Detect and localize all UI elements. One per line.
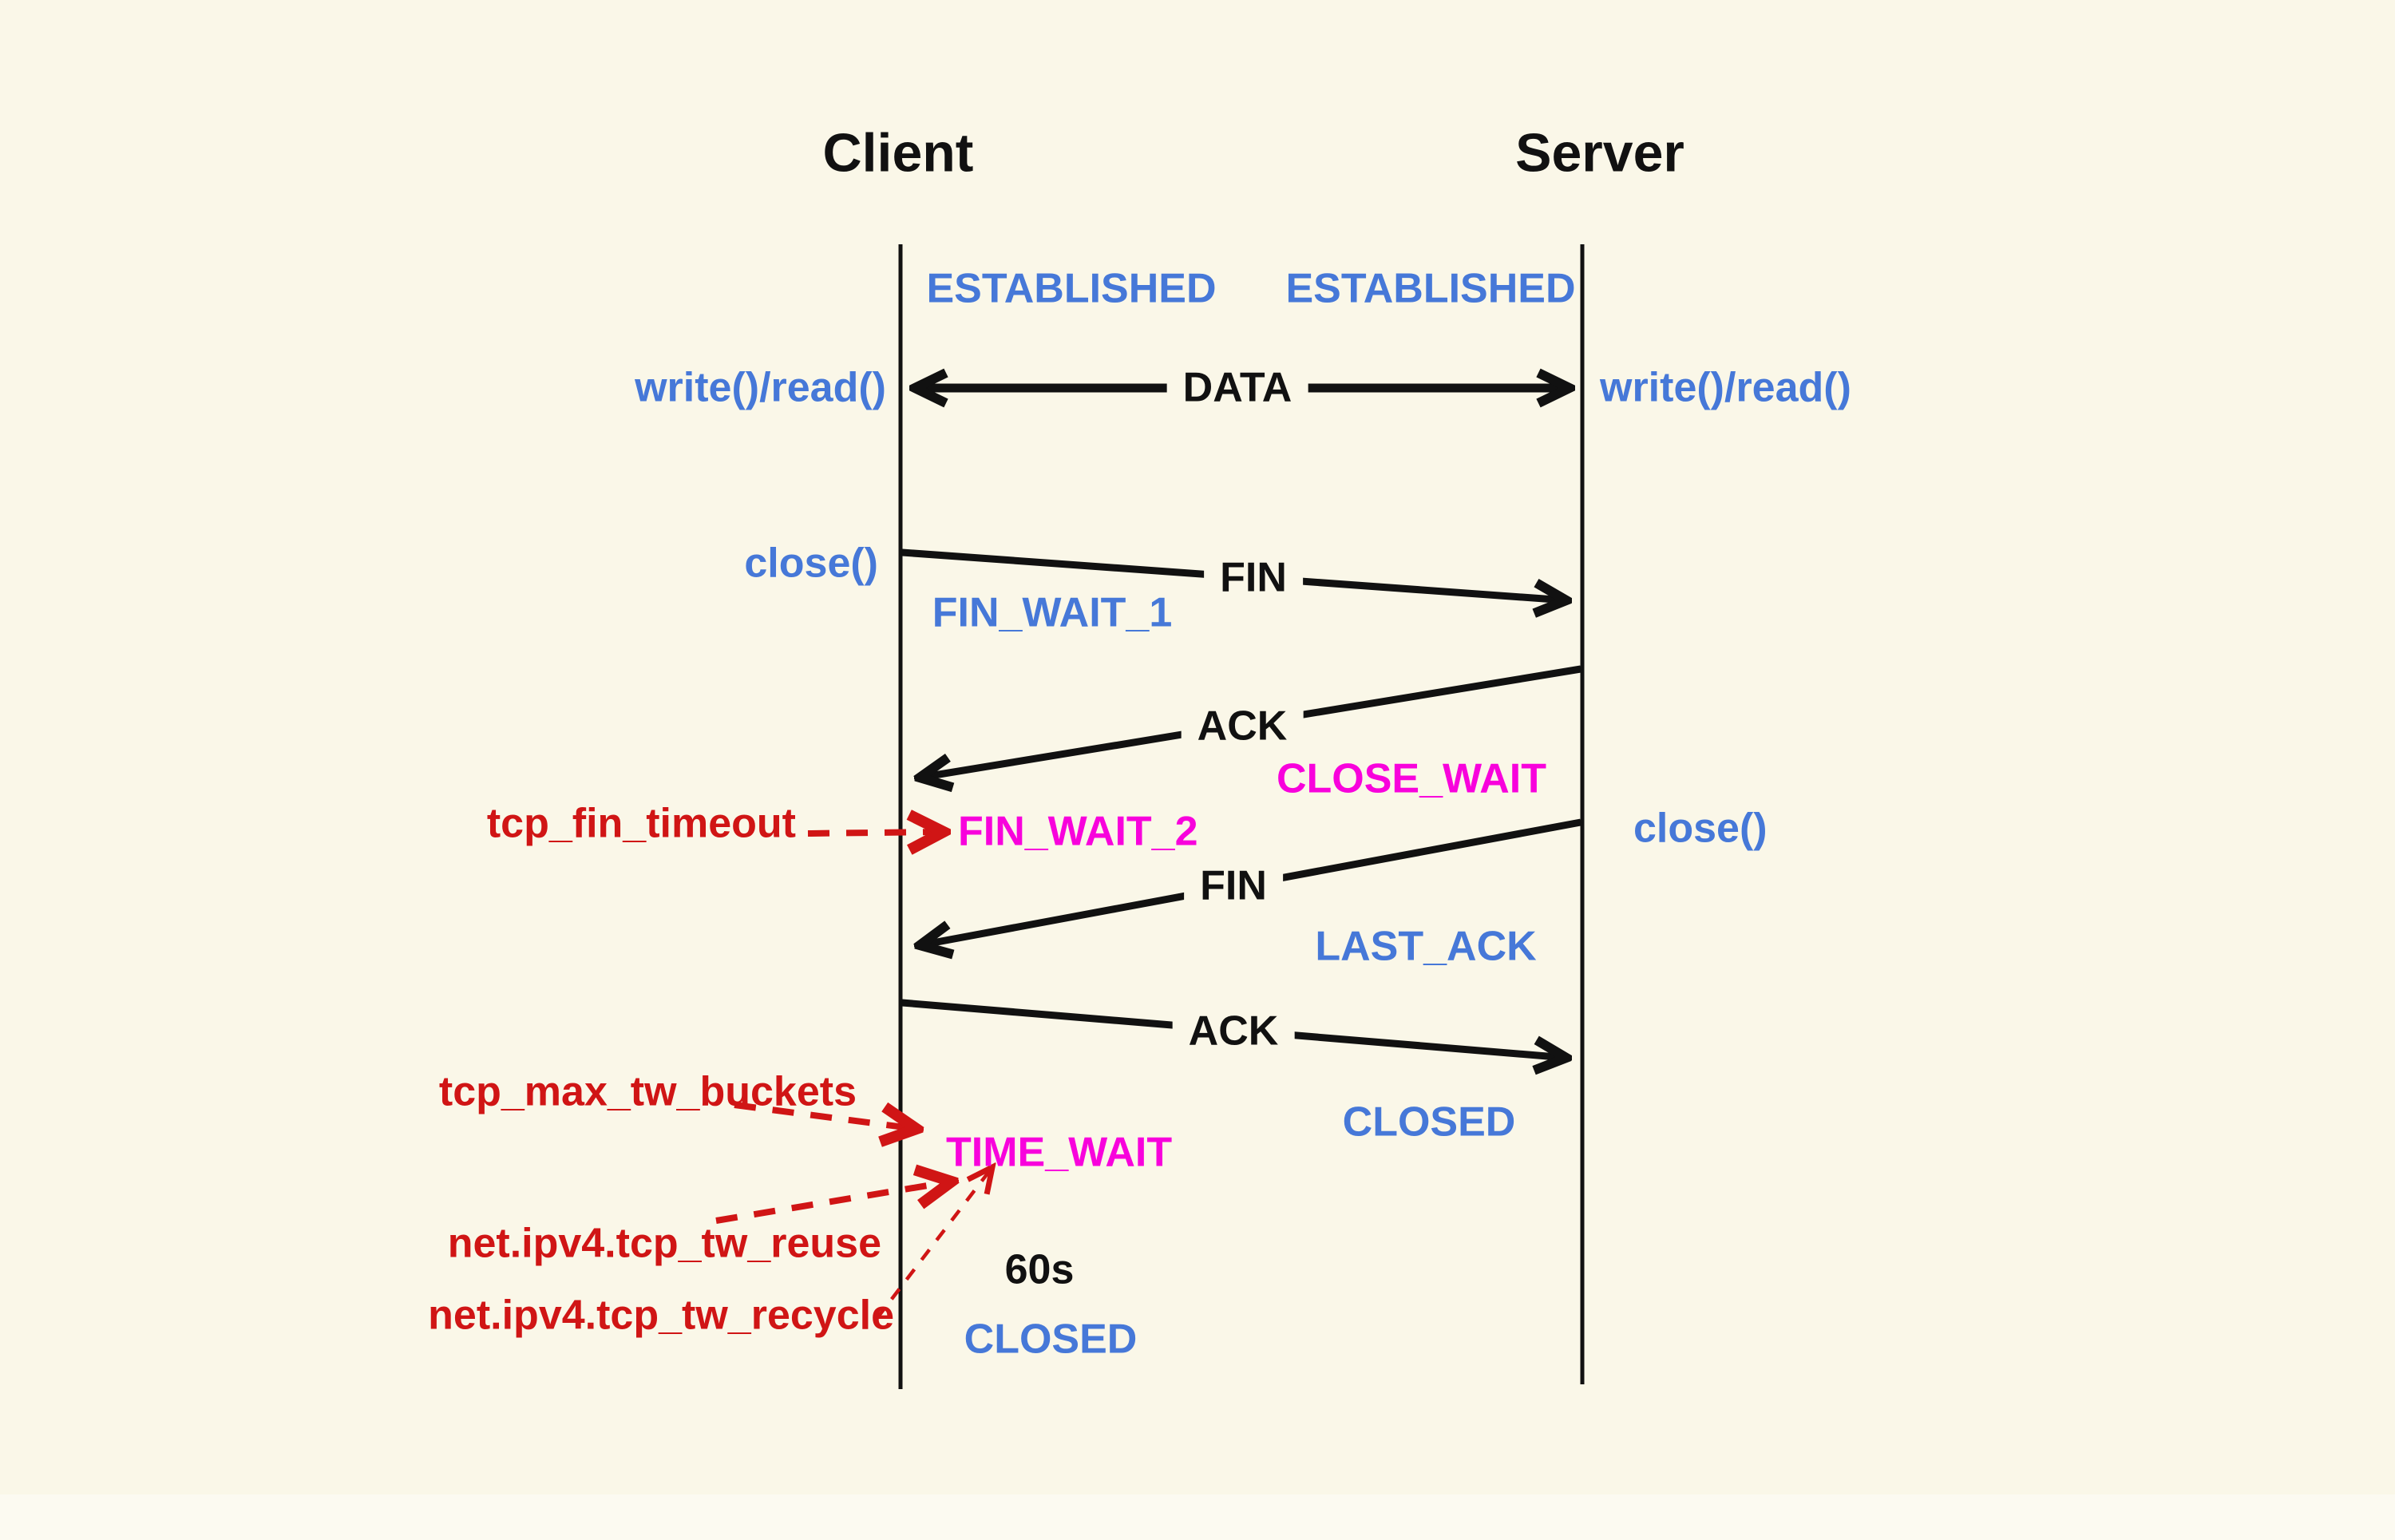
client-write-read-call: write()/read() [635, 364, 886, 411]
tw-reuse-arrow [715, 1182, 952, 1224]
message-ack-2: ACK [1172, 1008, 1295, 1055]
param-tcp-tw-reuse: net.ipv4.tcp_tw_reuse [447, 1220, 881, 1267]
state-fin-wait-2: FIN_WAIT_2 [958, 808, 1198, 855]
state-closed-server: CLOSED [1342, 1099, 1516, 1146]
state-time-wait: TIME_WAIT [946, 1129, 1173, 1176]
state-close-wait: CLOSE_WAIT [1276, 755, 1547, 802]
state-established-server: ESTABLISHED [1285, 265, 1576, 312]
message-ack-1: ACK [1181, 703, 1304, 750]
message-data: DATA [1166, 364, 1308, 412]
state-established-client: ESTABLISHED [926, 265, 1217, 312]
state-closed-client: CLOSED [964, 1316, 1138, 1363]
param-tcp-max-tw-buckets: tcp_max_tw_buckets [438, 1068, 857, 1115]
bottom-strip [0, 1494, 2395, 1540]
state-fin-wait-1: FIN_WAIT_1 [932, 589, 1173, 636]
message-fin-1: FIN [1204, 554, 1303, 602]
client-title: Client [822, 122, 974, 184]
server-write-read-call: write()/read() [1600, 364, 1851, 411]
param-tcp-fin-timeout: tcp_fin_timeout [486, 800, 796, 847]
param-tcp-tw-recycle: net.ipv4.tcp_tw_recycle [428, 1292, 894, 1339]
state-last-ack: LAST_ACK [1315, 923, 1537, 970]
max-tw-buckets-arrow [734, 1102, 916, 1129]
tw-recycle-arrow [875, 1167, 992, 1320]
message-fin-2: FIN [1184, 862, 1283, 910]
server-title: Server [1515, 122, 1684, 184]
time-wait-duration: 60s [1004, 1246, 1075, 1293]
client-close-call: close() [744, 540, 878, 587]
fin-timeout-arrow [807, 832, 944, 833]
server-close-call: close() [1633, 805, 1768, 852]
